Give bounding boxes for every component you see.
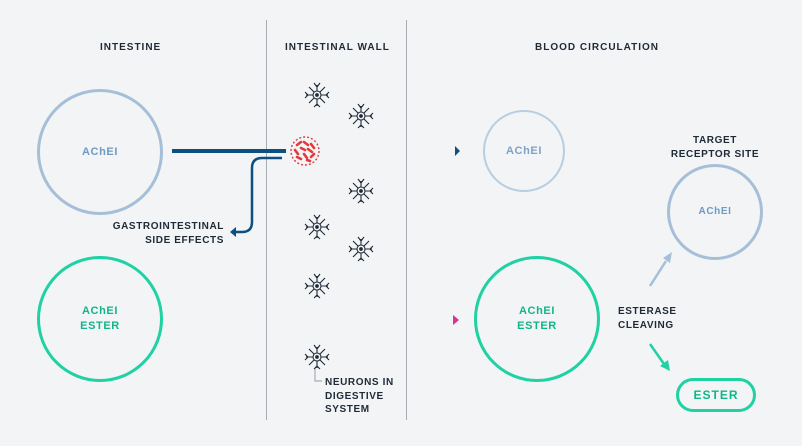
neuron-icon (304, 273, 330, 299)
node-ache-intestine-label: AChEI (82, 145, 118, 158)
divider-right (406, 20, 407, 420)
neurons-label-bracket (314, 368, 322, 382)
header-blood-circulation: BLOOD CIRCULATION (535, 42, 660, 53)
node-ester: ESTER (676, 378, 756, 412)
ache-blood-arrowhead (455, 146, 460, 156)
label-target-receptor-site: TARGET RECEPTOR SITE (670, 135, 760, 160)
node-ache-ester-intestine: AChEI ESTER (37, 256, 163, 382)
node-ache-target: AChEI (667, 164, 763, 260)
neuron-icon (348, 178, 374, 204)
neuron-icon (304, 214, 330, 240)
node-ache-intestine: AChEI (37, 89, 163, 215)
gi-side-effects-arrowhead (230, 227, 236, 237)
node-ache-blood: AChEI (483, 110, 565, 192)
label-neurons: NEURONS IN DIGESTIVE SYSTEM (325, 377, 394, 415)
cleave-to-ester-line (648, 343, 666, 365)
node-ache-ester-blood: AChEI ESTER (474, 256, 600, 382)
node-ache-target-label: AChEI (698, 206, 732, 218)
divider-left (266, 20, 267, 420)
label-gi-side-effects: GASTROINTESTINAL SIDE EFFECTS (112, 221, 224, 246)
neuron-icon (304, 82, 330, 108)
header-intestine: INTESTINE (100, 42, 162, 53)
header-intestinal-wall: INTESTINAL WALL (285, 42, 390, 53)
cleave-to-ester-arrowhead (660, 360, 670, 371)
receptor-cluster-icon (290, 136, 320, 166)
cleave-to-target-arrowhead (663, 252, 672, 263)
node-ache-ester-blood-label: AChEI ESTER (517, 305, 557, 332)
node-ache-ester-intestine-label: AChEI ESTER (80, 305, 120, 332)
node-ache-blood-label: AChEI (506, 144, 542, 157)
neuron-icon (304, 344, 330, 370)
neuron-icon (348, 103, 374, 129)
label-esterase-cleaving: ESTERASE CLEAVING (618, 306, 677, 331)
cleave-to-target-line (648, 260, 668, 287)
node-ester-label: ESTER (693, 388, 739, 402)
neuron-icon (348, 236, 374, 262)
ester-spectrum-arrowhead (453, 315, 459, 325)
gi-side-effects-path (236, 156, 282, 234)
